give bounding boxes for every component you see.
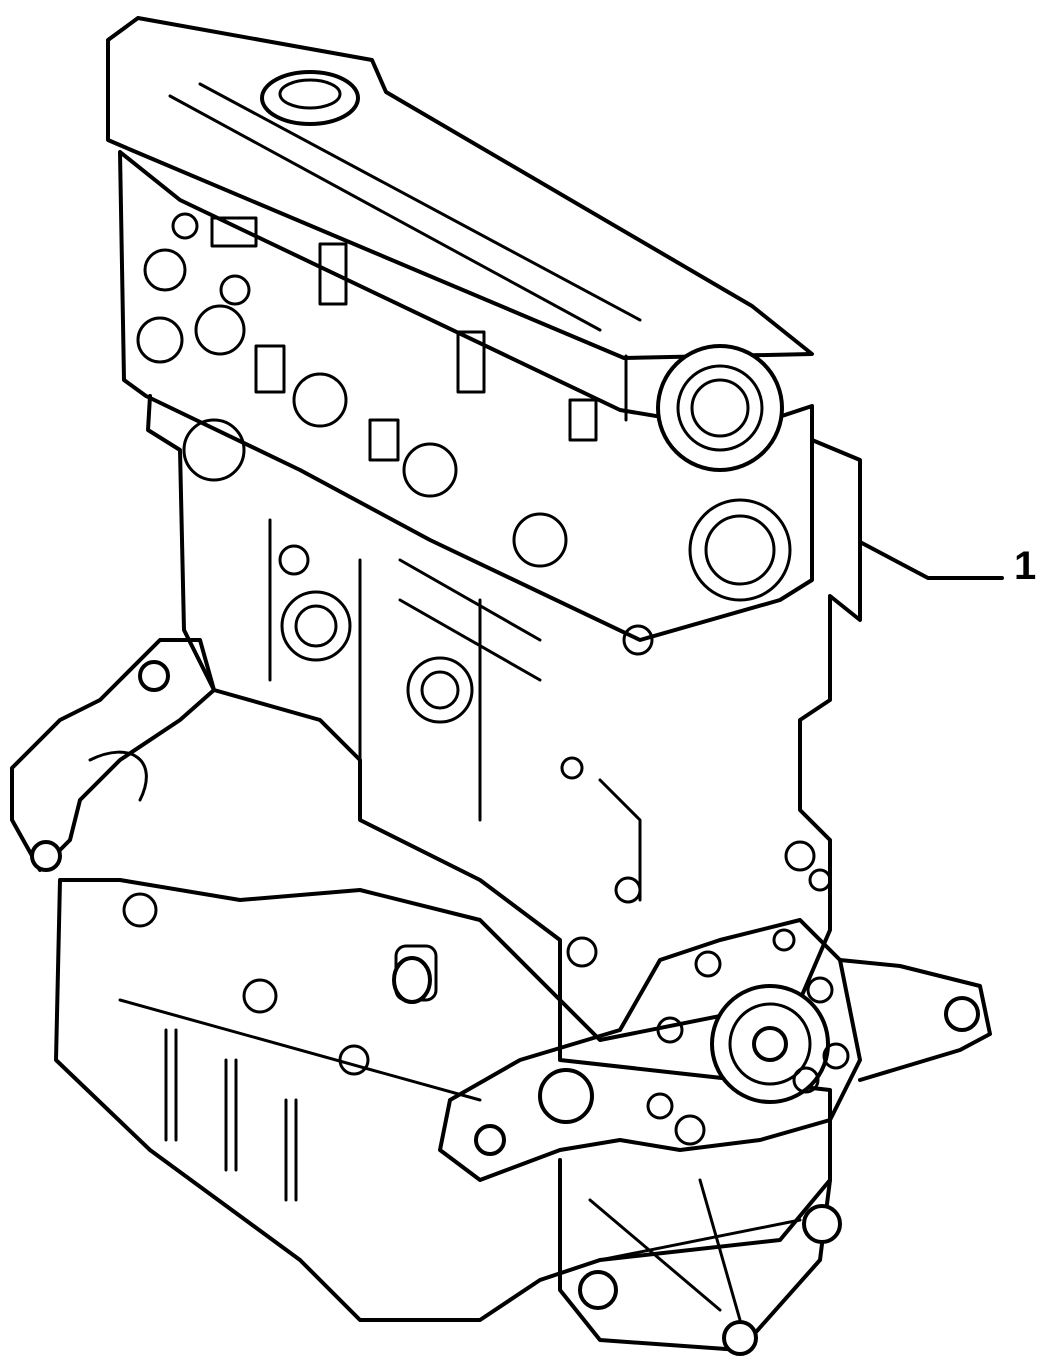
lower-bracket [558, 1158, 842, 1356]
cylinder-head [118, 150, 814, 642]
callout-number-1: 1 [1014, 544, 1037, 588]
cylinder-block [146, 394, 862, 1042]
oil-sump [54, 878, 832, 1322]
crankshaft-front-cover [438, 918, 992, 1182]
camshaft-seal [656, 344, 784, 472]
valve-cover [106, 16, 814, 422]
callout-leader-line [858, 540, 1004, 580]
side-flange [10, 638, 216, 872]
